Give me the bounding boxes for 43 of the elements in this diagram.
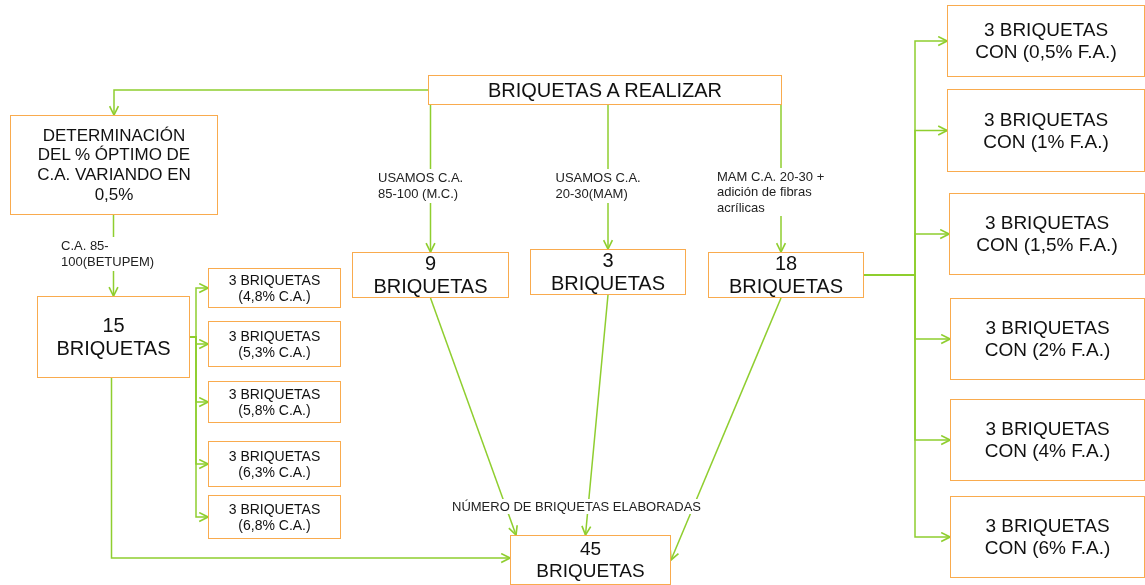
box-text: 3 BRIQUETAS [549,249,667,295]
arrow [669,297,782,561]
process-box [950,496,1145,578]
box-text: 3 BRIQUETAS (6,3% C.A.) [227,447,322,481]
box-text: 3 BRIQUETAS (5,3% C.A.) [227,327,322,361]
process-box [10,115,218,215]
arrow [581,294,609,536]
box-text: 3 BRIQUETAS (4,8% C.A.) [227,271,322,305]
box-caption: NÚMERO DE BRIQUETAS ELABORADAS [452,499,701,514]
box-text: 3 BRIQUETAS CON (1,5% F.A.) [975,212,1119,256]
process-box [208,268,341,308]
process-box [37,296,190,378]
box-text: 3 BRIQUETAS CON (1% F.A.) [982,108,1110,153]
arrow [110,377,511,564]
process-box [352,252,509,298]
process-box [950,298,1145,380]
box-text: 18 BRIQUETAS [727,252,845,298]
arrow [863,274,951,543]
box-text: 3 BRIQUETAS (6,8% C.A.) [227,500,322,534]
arrow [108,89,429,116]
box-text: 3 BRIQUETAS CON (4% F.A.) [983,418,1112,462]
process-box [947,5,1145,77]
process-box [208,321,341,367]
box-text: 9 BRIQUETAS [372,252,489,298]
box-text: BRIQUETAS A REALIZAR [487,78,723,102]
box-text: DETERMINACIÓN DEL % ÓPTIMO DE C.A. VARIANDO EN 0,5% [36,125,192,205]
process-box [428,75,782,105]
process-box [708,252,864,298]
process-box [208,495,341,539]
process-box [208,381,341,423]
box-text: 45 BRIQUETAS [535,538,646,582]
process-box [530,249,686,295]
box-text: 15 BRIQUETAS [55,314,172,360]
process-box [949,193,1145,275]
process-box [947,89,1145,172]
process-box [950,399,1145,481]
box-text: 3 BRIQUETAS (5,8% C.A.) [227,385,322,419]
box-text: 3 BRIQUETAS CON (6% F.A.) [983,515,1112,559]
process-box [510,535,671,585]
box-text: 3 BRIQUETAS CON (2% F.A.) [983,317,1112,361]
box-text: 3 BRIQUETAS CON (0,5% F.A.) [974,19,1118,63]
process-box [208,441,341,487]
arrow [429,297,518,536]
